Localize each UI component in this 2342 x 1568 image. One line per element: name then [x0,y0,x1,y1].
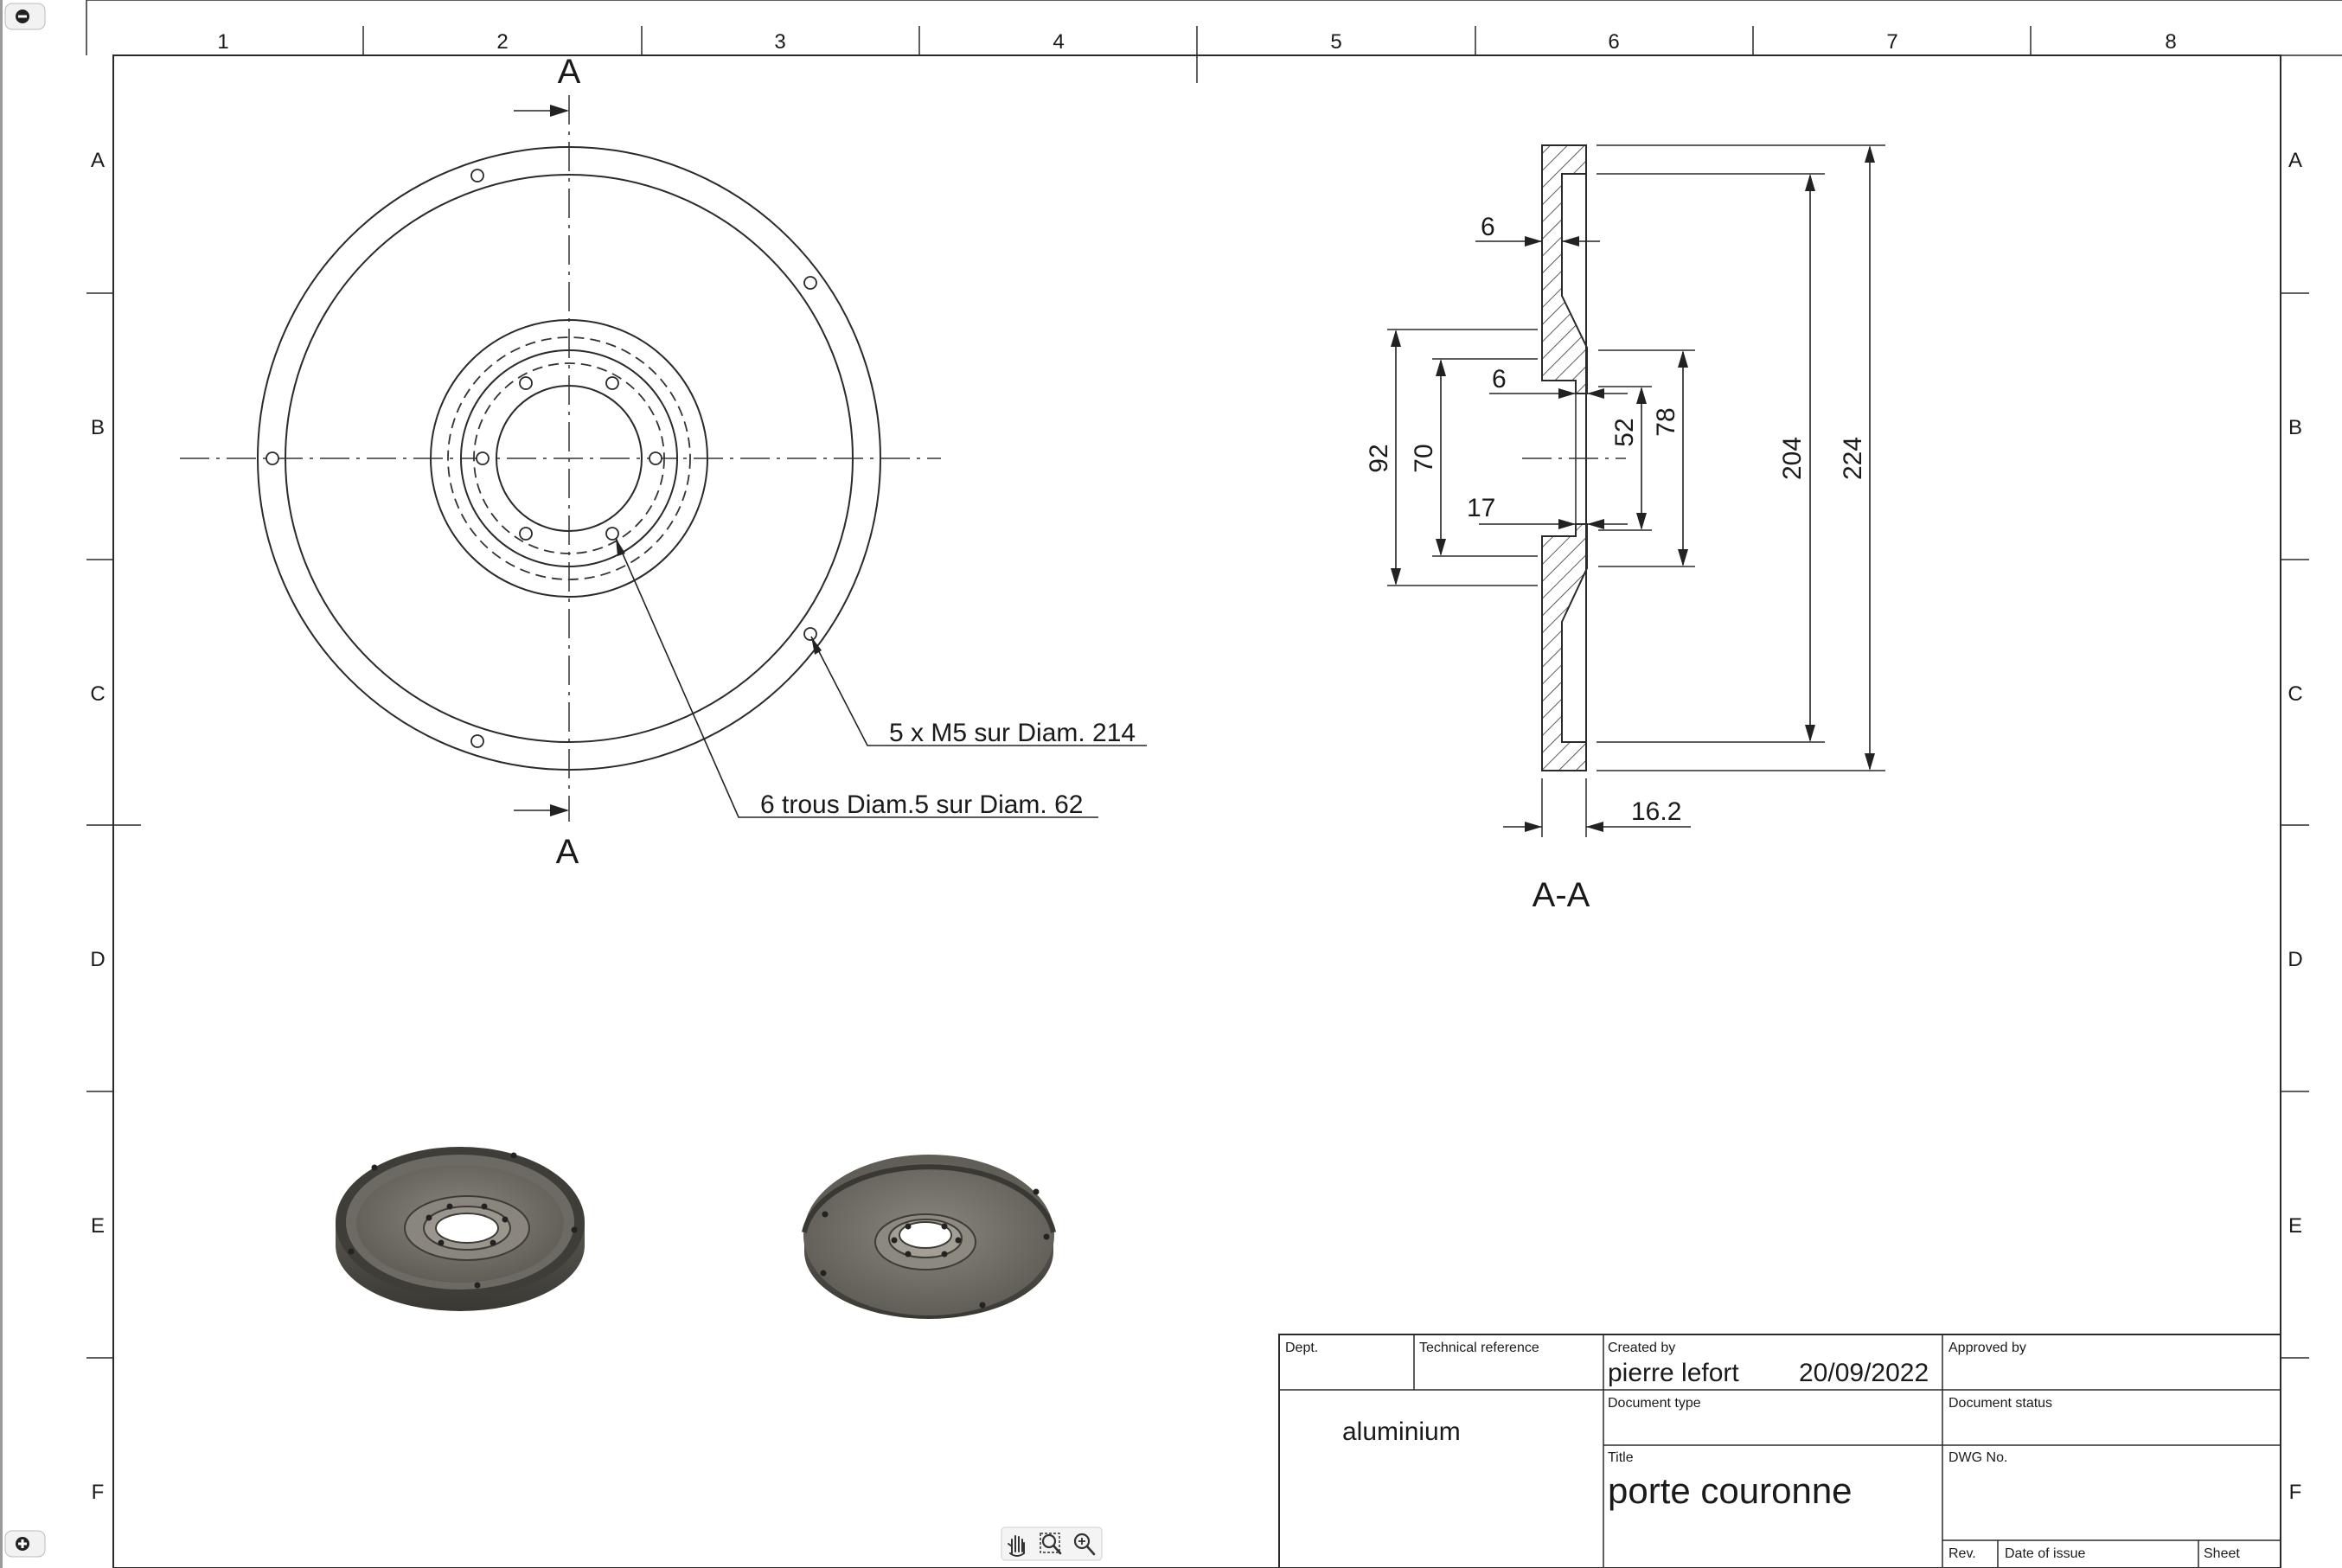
dim-17-line [1479,519,1628,529]
created-by-label: Created by [1608,1341,1675,1355]
col-label-2: 2 [496,30,508,54]
col-label-1: 1 [217,30,228,54]
dim-78-line [1678,350,1688,566]
dim-70: 70 [1410,444,1438,472]
dim-hub-6-line [1489,388,1628,399]
dim-224: 224 [1839,437,1867,480]
row-label-right-A: A [2288,149,2302,172]
section-mark-bottom: A [556,833,579,871]
date-issue-label: Date of issue [2005,1546,2085,1561]
iso-view-bottom [802,1155,1056,1319]
dim-204-line [1805,174,1815,742]
row-label-left-E: E [91,1214,105,1238]
collapse-top-icon[interactable] [4,3,46,30]
zoom-window-icon[interactable] [1037,1530,1066,1558]
dim-wall-6: 6 [1481,213,1495,241]
leader-m5 [810,636,1147,746]
row-label-left-F: F [92,1481,105,1504]
upper-section-hatch [1541,144,1588,394]
dim-78: 78 [1652,407,1680,436]
note-holes: 6 trous Diam.5 sur Diam. 62 [760,790,1083,819]
dim-wall-6-line [1475,236,1600,246]
row-label-right-C: C [2288,682,2302,706]
row-label-right-E: E [2288,1214,2302,1238]
col-label-5: 5 [1330,30,1341,54]
dwg-no-label: DWG No. [1948,1450,2007,1465]
row-label-right-D: D [2288,948,2302,971]
zoom-icon[interactable] [1070,1530,1099,1558]
row-label-left-D: D [90,948,105,971]
col-label-6: 6 [1608,30,1619,54]
row-label-left-C: C [90,682,105,706]
section-view: 6 6 17 16.2 92 70 52 78 204 224 A-A [1365,144,1885,914]
col-label-7: 7 [1886,30,1897,54]
dim-92: 92 [1365,444,1393,472]
section-arrow-top [514,105,569,117]
doc-type-label: Document type [1608,1396,1701,1411]
dim-204: 204 [1778,437,1807,480]
front-view: A A 5 x M5 sur Diam. 214 6 trous Diam.5 … [180,53,1147,871]
dim-16-2: 16.2 [1631,797,1681,826]
row-label-left-A: A [91,149,105,172]
dim-224-line [1865,145,1875,771]
leader-holes [615,537,1098,818]
note-m5: 5 x M5 sur Diam. 214 [889,719,1136,747]
sheet-label: Sheet [2204,1546,2240,1561]
lower-section-hatch [1541,523,1588,771]
rim-holes [266,169,817,748]
dept-label: Dept. [1285,1341,1318,1355]
row-label-right-F: F [2289,1481,2302,1504]
col-label-8: 8 [2165,30,2176,54]
material-value: aluminium [1342,1418,1461,1446]
col-label-4: 4 [1053,30,1064,54]
rev-label: Rev. [1948,1546,1976,1561]
col-label-3: 3 [774,30,785,54]
iso-view-top [336,1147,585,1311]
viewer-edge [0,0,3,1568]
dim-70-line [1436,359,1446,556]
row-label-left-B: B [91,416,105,439]
section-mark-top: A [558,53,581,91]
title-block [1278,1334,2281,1568]
pan-icon[interactable] [1004,1530,1033,1558]
section-label: A-A [1533,876,1590,914]
dim-92-line [1391,330,1401,586]
title-value: porte couronne [1608,1470,1852,1511]
hub-holes [476,376,662,541]
title-label: Title [1608,1450,1634,1465]
viewer-toolbar [1001,1526,1103,1561]
created-by-value: pierre lefort [1608,1359,1739,1387]
dim-hub-6: 6 [1492,365,1507,394]
dim-52: 52 [1610,418,1639,446]
row-label-right-B: B [2288,416,2302,439]
doc-status-label: Document status [1948,1396,2052,1411]
tech-ref-label: Technical reference [1419,1341,1539,1355]
approved-by-label: Approved by [1948,1341,2026,1355]
dim-17: 17 [1467,494,1495,522]
created-date-value: 20/09/2022 [1799,1359,1929,1387]
sheet-frame [86,0,2342,1568]
dim-52-line [1636,387,1647,530]
section-arrow-bottom [514,804,569,816]
expand-bottom-icon[interactable] [4,1530,46,1558]
dim-16-2-line [1503,822,1691,832]
